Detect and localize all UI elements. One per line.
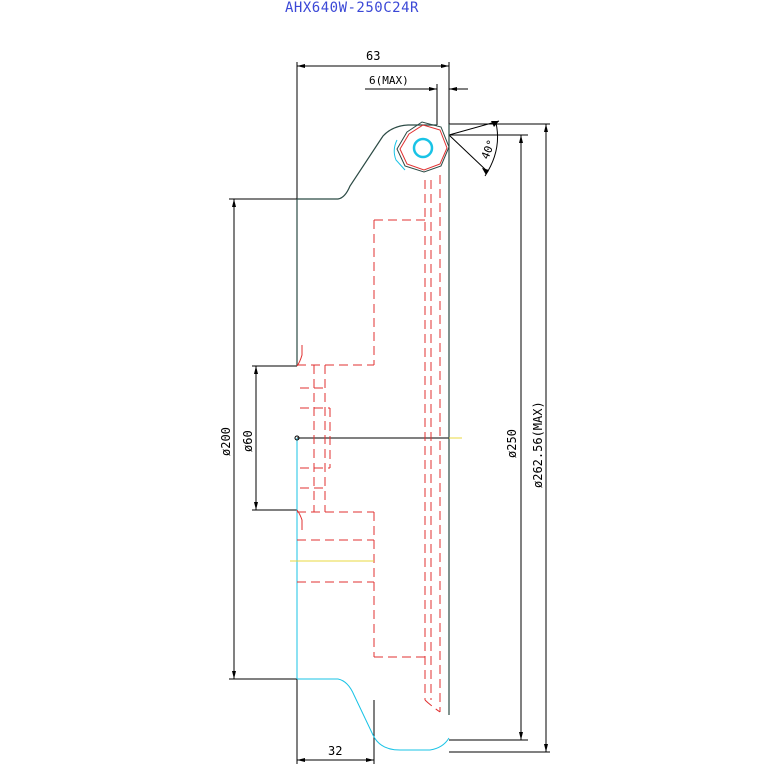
- hub-edges: [296, 345, 303, 530]
- outline-top-curve: [297, 124, 437, 200]
- tooth-hexagon: [396, 121, 450, 173]
- roller-circle: [412, 137, 434, 159]
- dimension-text: 63 6(MAX) 40° ø200 ø60 ø250 ø262.56(MAX)…: [219, 49, 545, 758]
- hidden-lines: [297, 175, 441, 713]
- dim-text-max: ø262.56(MAX): [531, 401, 545, 488]
- arrowheads: [232, 64, 548, 762]
- center-point: [294, 435, 300, 441]
- tooth-hexagon-red: [399, 124, 448, 171]
- dimension-lines: [229, 62, 550, 764]
- dim-text-32: 32: [328, 744, 342, 758]
- sprocket-outline: [296, 124, 450, 715]
- hexagon: [396, 121, 450, 173]
- dim-text-angle: 40°: [479, 138, 498, 161]
- yellow-lines: [290, 437, 462, 562]
- dim-text-250: ø250: [505, 429, 519, 458]
- angle-leader-2: [448, 134, 489, 173]
- dim-text-6max: 6(MAX): [369, 74, 409, 87]
- dim-text-60: ø60: [241, 430, 255, 452]
- cyan-bottom-curve: [297, 678, 450, 751]
- dim-text-200: ø200: [219, 427, 233, 456]
- cyan-arc: [393, 139, 406, 171]
- angle-leader-1: [448, 120, 500, 136]
- cyan-features: [296, 137, 450, 751]
- dim-text-63: 63: [366, 49, 380, 63]
- drawing-title: AHX640W-250C24R: [285, 0, 419, 16]
